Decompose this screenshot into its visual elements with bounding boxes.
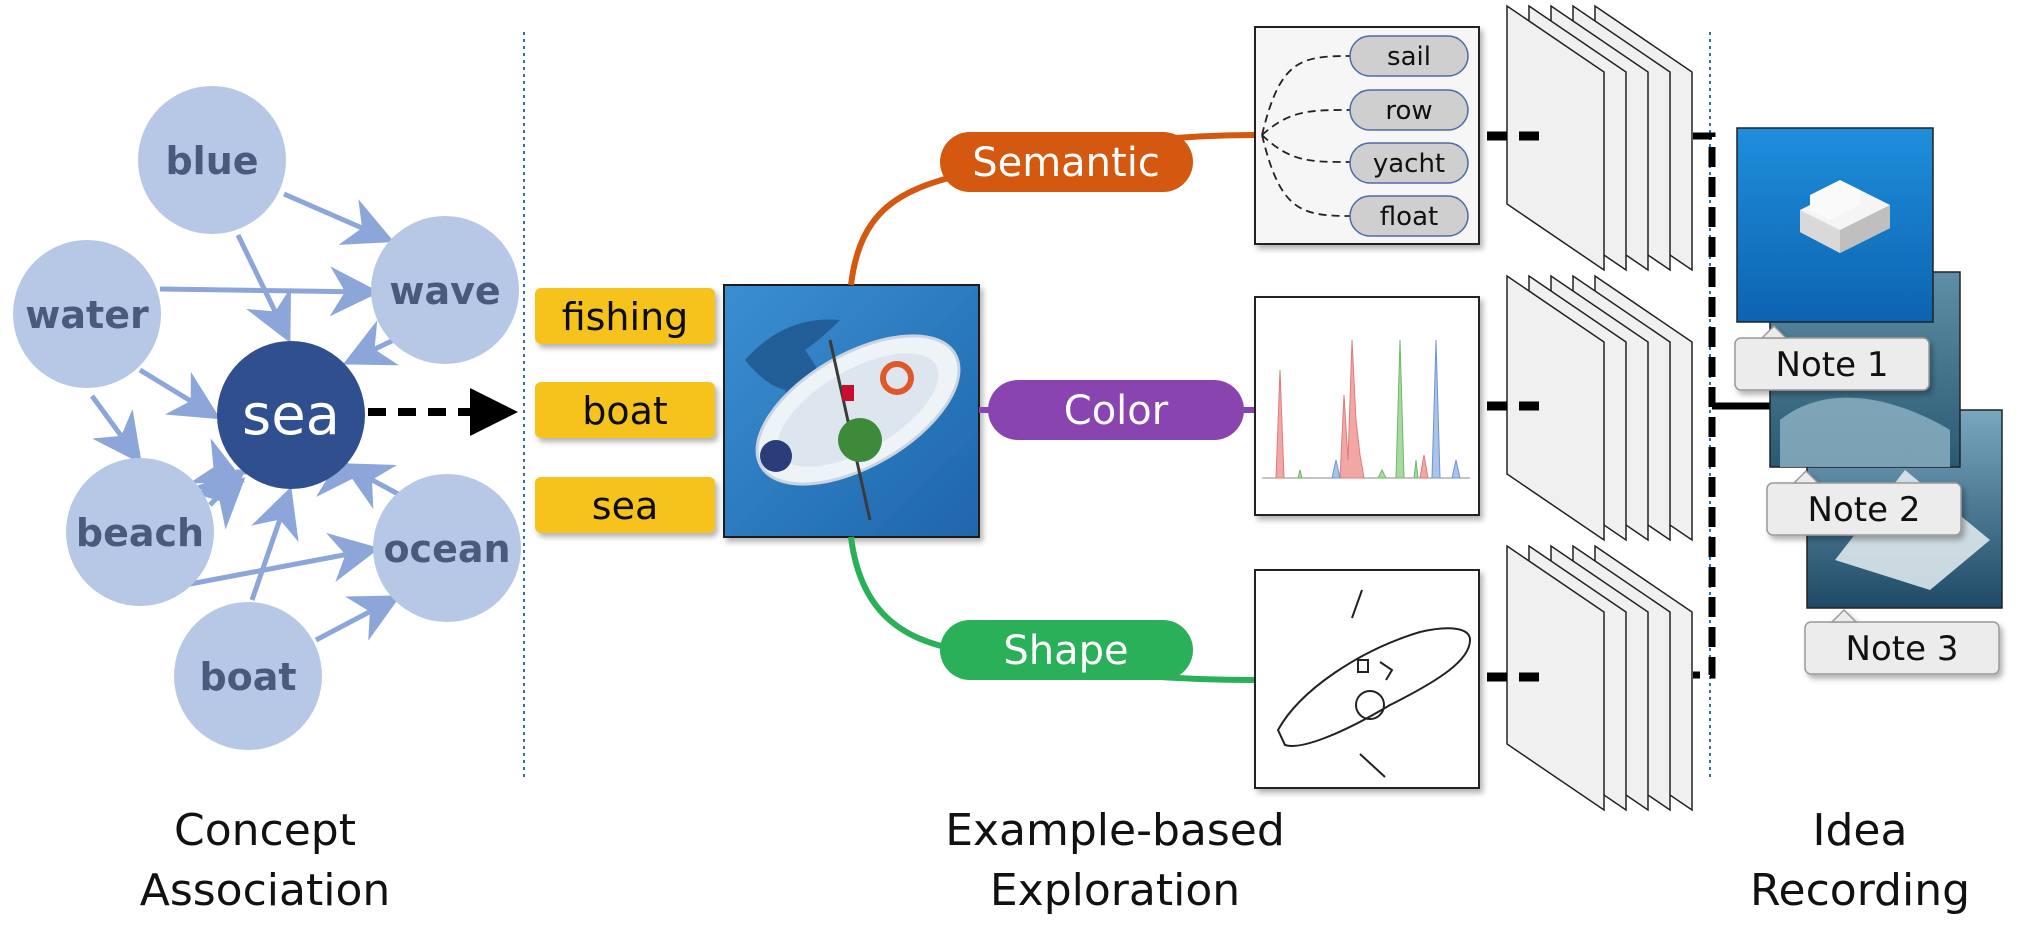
- keyword-yacht-label: yacht: [1373, 149, 1445, 179]
- caption-concept-line2: Association: [140, 865, 391, 916]
- panel-to-stack-connectors: [1487, 131, 1545, 682]
- caption-idea-recording: Idea Recording: [1750, 805, 1970, 916]
- node-wave: wave: [371, 216, 519, 364]
- keyword-yacht[interactable]: yacht: [1349, 142, 1469, 184]
- node-wave-label: wave: [389, 269, 500, 313]
- node-beach-label: beach: [76, 511, 204, 555]
- caption-recording-line2: Recording: [1750, 865, 1970, 916]
- lego-brick-icon: [1800, 180, 1890, 253]
- note-1-label: Note 1: [1776, 345, 1889, 385]
- node-water: water: [13, 240, 161, 388]
- caption-exploration-line2: Exploration: [990, 865, 1240, 916]
- tag-boat-label: boat: [582, 389, 668, 433]
- node-beach: beach: [66, 458, 214, 606]
- node-ocean-label: ocean: [383, 527, 510, 571]
- note-2-label: Note 2: [1808, 490, 1921, 530]
- result-stacks: [1506, 4, 1693, 812]
- concept-graph: blue water wave beach ocean boat sea: [13, 86, 521, 750]
- tag-fishing[interactable]: fishing: [535, 288, 715, 344]
- node-blue-label: blue: [165, 139, 258, 183]
- node-sea-label: sea: [242, 383, 340, 448]
- dimension-shape-label: Shape: [1003, 628, 1128, 674]
- dimension-semantic[interactable]: Semantic: [940, 132, 1193, 192]
- note-3-label: Note 3: [1846, 629, 1959, 669]
- keyword-sail-label: sail: [1387, 42, 1431, 72]
- node-sea-center: sea: [217, 341, 365, 489]
- caption-exploration-line1: Example-based: [945, 805, 1285, 856]
- note-cards: Note 3 Note 2 Note 1: [1734, 127, 2003, 675]
- caption-concept-association: Concept Association: [140, 805, 391, 916]
- keyword-row[interactable]: row: [1349, 89, 1469, 131]
- keyword-sail[interactable]: sail: [1349, 35, 1469, 77]
- node-water-label: water: [25, 293, 149, 337]
- tag-sea-label: sea: [592, 484, 658, 528]
- dimension-semantic-label: Semantic: [972, 140, 1160, 186]
- keyword-float-label: float: [1380, 202, 1438, 232]
- result-stack-shape: [1506, 544, 1693, 812]
- keyword-row-label: row: [1385, 96, 1432, 126]
- tag-boat[interactable]: boat: [535, 382, 715, 438]
- node-boat: boat: [174, 602, 322, 750]
- dimension-color-label: Color: [1064, 388, 1169, 434]
- semantic-panel: sail row yacht float: [1254, 26, 1480, 245]
- dimension-shape[interactable]: Shape: [940, 620, 1193, 680]
- keyword-float[interactable]: float: [1349, 195, 1469, 237]
- note-1-card[interactable]: Note 1: [1734, 127, 1934, 391]
- tag-list: fishing boat sea: [535, 288, 715, 533]
- tag-fishing-label: fishing: [562, 295, 689, 339]
- dimension-color[interactable]: Color: [988, 380, 1244, 440]
- caption-recording-line1: Idea: [1813, 805, 1908, 856]
- caption-concept-line1: Concept: [174, 805, 356, 856]
- node-boat-label: boat: [199, 655, 296, 699]
- result-stack-color: [1506, 274, 1693, 542]
- color-histogram-panel: [1254, 296, 1480, 516]
- example-image[interactable]: [723, 284, 983, 538]
- stack-to-notes-connector: [1693, 132, 1775, 679]
- node-blue: blue: [138, 86, 286, 234]
- caption-example-exploration: Example-based Exploration: [945, 805, 1285, 916]
- color-histogram-plot: [1262, 339, 1470, 479]
- shape-sketch-panel: [1254, 569, 1480, 789]
- tag-sea[interactable]: sea: [535, 477, 715, 533]
- node-ocean: ocean: [373, 474, 521, 622]
